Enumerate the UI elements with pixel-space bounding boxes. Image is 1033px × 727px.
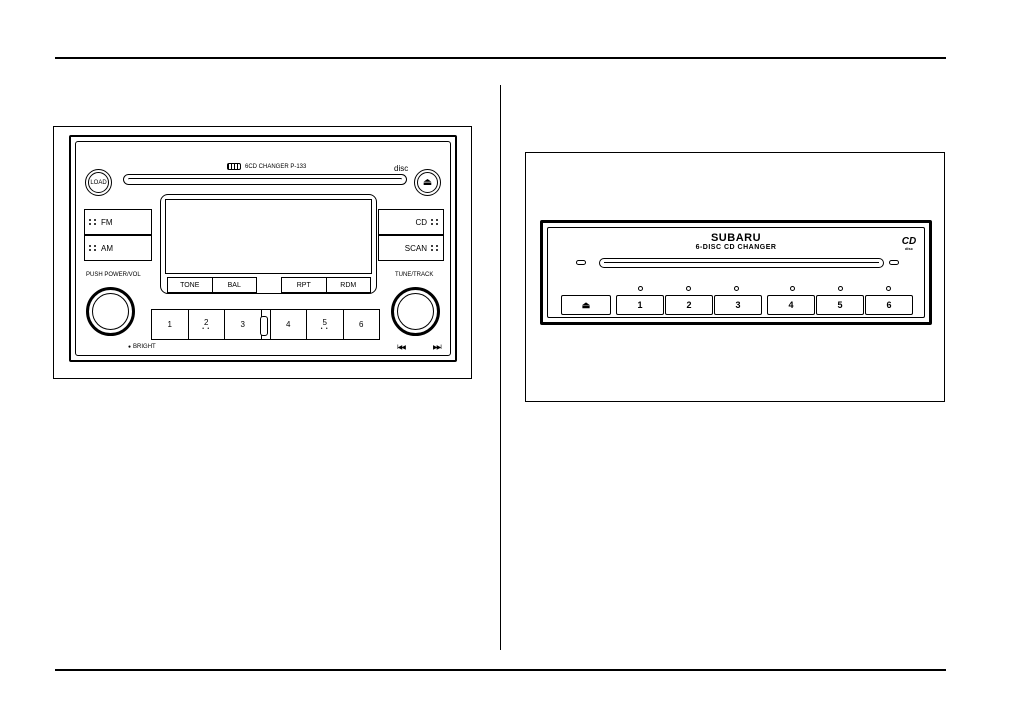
load-button[interactable]: LOAD: [85, 169, 112, 196]
changer-disc-button-1[interactable]: 1: [616, 295, 664, 315]
brand-name: SUBARU: [543, 232, 929, 244]
indicator-dots-icon: [89, 245, 97, 251]
cd-slot: [123, 174, 407, 185]
indicator-dots-icon: [431, 245, 439, 251]
cd-button[interactable]: CD: [378, 209, 444, 235]
tone-bal-buttons: TONE BAL: [167, 277, 257, 293]
indicator-dots-icon: [89, 219, 97, 225]
tone-button[interactable]: TONE: [168, 278, 213, 292]
indicator-dots-icon: [431, 219, 439, 225]
rpt-rdm-buttons: RPT RDM: [281, 277, 371, 293]
am-button[interactable]: AM: [84, 235, 152, 261]
skip-back-icon: I◀◀: [397, 344, 405, 351]
disc-indicator-4: [790, 286, 795, 291]
changer-disc-button-3[interactable]: 3: [714, 295, 762, 315]
top-rule: [55, 57, 946, 59]
power-volume-knob[interactable]: [86, 287, 135, 336]
rpt-button[interactable]: RPT: [282, 278, 327, 292]
head-unit: 6CD CHANGER P-133 disc LOAD ⏏ TONE BAL R…: [69, 135, 457, 362]
disc-indicator-3: [734, 286, 739, 291]
changer-logo-icon: [227, 163, 241, 170]
disc-indicator-6: [886, 286, 891, 291]
disc-indicator-5: [838, 286, 843, 291]
model-label: 6CD CHANGER P-133: [245, 164, 306, 170]
display-screen: [165, 199, 372, 274]
bottom-rule: [55, 669, 946, 671]
scan-button[interactable]: SCAN: [378, 235, 444, 261]
status-led: [889, 260, 899, 265]
preset-button-1[interactable]: 1: [152, 310, 189, 339]
power-vol-label: PUSH POWER/VOL: [86, 272, 141, 278]
preset-button-2[interactable]: 2• •: [189, 310, 226, 339]
preset-button-3[interactable]: 3: [225, 310, 262, 339]
tune-track-knob[interactable]: [391, 287, 440, 336]
head-unit-figure: 6CD CHANGER P-133 disc LOAD ⏏ TONE BAL R…: [53, 126, 472, 379]
bright-label: BRIGHT: [128, 344, 156, 350]
disc-indicator-2: [686, 286, 691, 291]
disc-label: disc: [394, 164, 408, 173]
eject-button[interactable]: ⏏: [414, 169, 441, 196]
status-led: [576, 260, 586, 265]
fm-button[interactable]: FM: [84, 209, 152, 235]
eject-icon: ⏏: [423, 177, 432, 188]
changer-disc-button-6[interactable]: 6: [865, 295, 913, 315]
column-divider: [500, 85, 501, 650]
bal-button[interactable]: BAL: [213, 278, 257, 292]
changer-eject-button[interactable]: ⏏: [561, 295, 611, 315]
preset-button-6[interactable]: 6: [344, 310, 380, 339]
eject-icon: ⏏: [582, 300, 591, 311]
skip-forward-icon: ▶▶I: [433, 344, 441, 351]
rdm-button[interactable]: RDM: [327, 278, 371, 292]
preset-button-4[interactable]: 4: [271, 310, 308, 339]
changer-disc-button-4[interactable]: 4: [767, 295, 815, 315]
changer-disc-button-5[interactable]: 5: [816, 295, 864, 315]
changer-model: 6-DISC CD CHANGER: [543, 244, 929, 251]
tune-track-label: TUNE/TRACK: [395, 272, 433, 278]
center-indicator: [260, 316, 268, 336]
cd-slot: [599, 258, 884, 268]
preset-button-5[interactable]: 5• •: [307, 310, 344, 339]
changer-disc-button-2[interactable]: 2: [665, 295, 713, 315]
disc-indicator-1: [638, 286, 643, 291]
